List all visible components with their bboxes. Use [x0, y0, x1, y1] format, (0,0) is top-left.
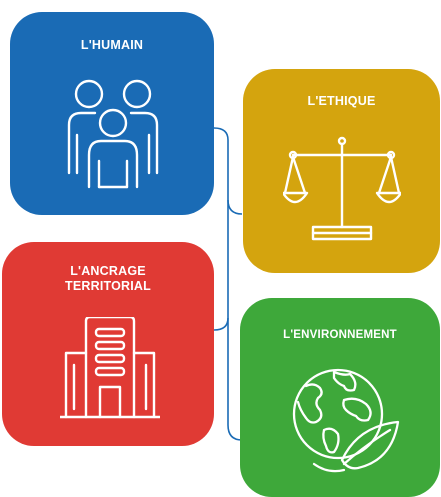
tile-ethique: L'ETHIQUE: [243, 69, 440, 273]
tile-environnement-title: L'ENVIRONNEMENT: [283, 329, 397, 341]
tile-ancrage-territorial: L'ANCRAGE TERRITORIAL: [2, 242, 214, 446]
tile-ancrage-title: L'ANCRAGE TERRITORIAL: [65, 264, 151, 293]
tile-ethique-title: L'ETHIQUE: [307, 94, 376, 108]
tile-environnement: L'ENVIRONNEMENT: [240, 298, 440, 497]
people-icon: [65, 77, 161, 195]
earth-leaf-icon: [284, 360, 404, 480]
building-icon: [60, 317, 160, 419]
tile-humain-title: L'HUMAIN: [80, 38, 144, 52]
scales-icon: [283, 129, 401, 247]
tile-humain: L'HUMAIN: [10, 12, 214, 215]
